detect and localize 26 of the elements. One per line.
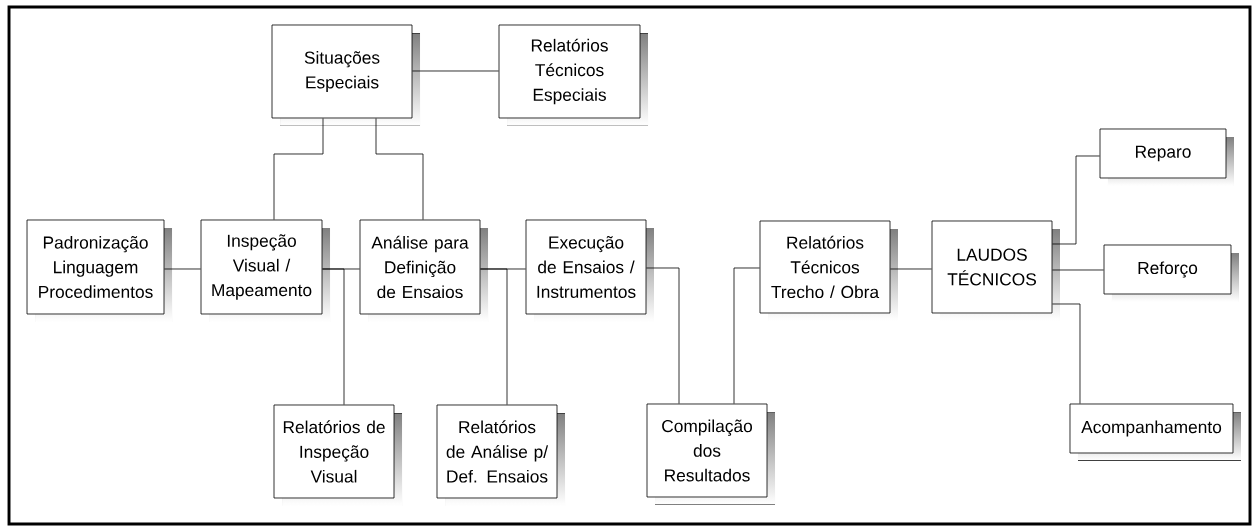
connector-line [375, 118, 424, 220]
process-box: Padronização Linguagem Procedimentos [26, 219, 172, 322]
connector-line [412, 70, 499, 72]
connector-line [322, 268, 345, 405]
connector-line [890, 268, 932, 270]
connector-line [273, 118, 324, 220]
process-box: Relatórios Técnicos Especiais [498, 24, 648, 126]
process-box: LAUDOS TÉCNICOS [931, 220, 1060, 321]
process-box: Inspeção Visual / Mapeamento [200, 219, 330, 322]
connector-line [164, 268, 201, 270]
process-box: Relatórios de Inspeção Visual [273, 404, 402, 506]
process-box: Execução de Ensaios / Instrumentos [525, 219, 654, 322]
connector-line [1052, 269, 1104, 271]
connector-line [1052, 303, 1081, 404]
process-box: Relatórios de Análise p/ Def. Ensaios [436, 404, 565, 506]
connector-line [1052, 155, 1100, 245]
process-box: Relatórios Técnicos Trecho / Obra [759, 220, 898, 321]
connector-line [646, 267, 680, 404]
process-box: Análise para Definição de Ensaios [359, 219, 488, 322]
process-box: Situações Especiais [271, 24, 420, 126]
connector-line [480, 268, 508, 405]
process-box: Acompanhamento [1069, 403, 1241, 461]
connector-line [733, 267, 760, 404]
process-box: Compilação dos Resultados [646, 403, 775, 505]
process-box: Reparo [1099, 128, 1234, 186]
process-box: Reforço [1103, 244, 1239, 302]
